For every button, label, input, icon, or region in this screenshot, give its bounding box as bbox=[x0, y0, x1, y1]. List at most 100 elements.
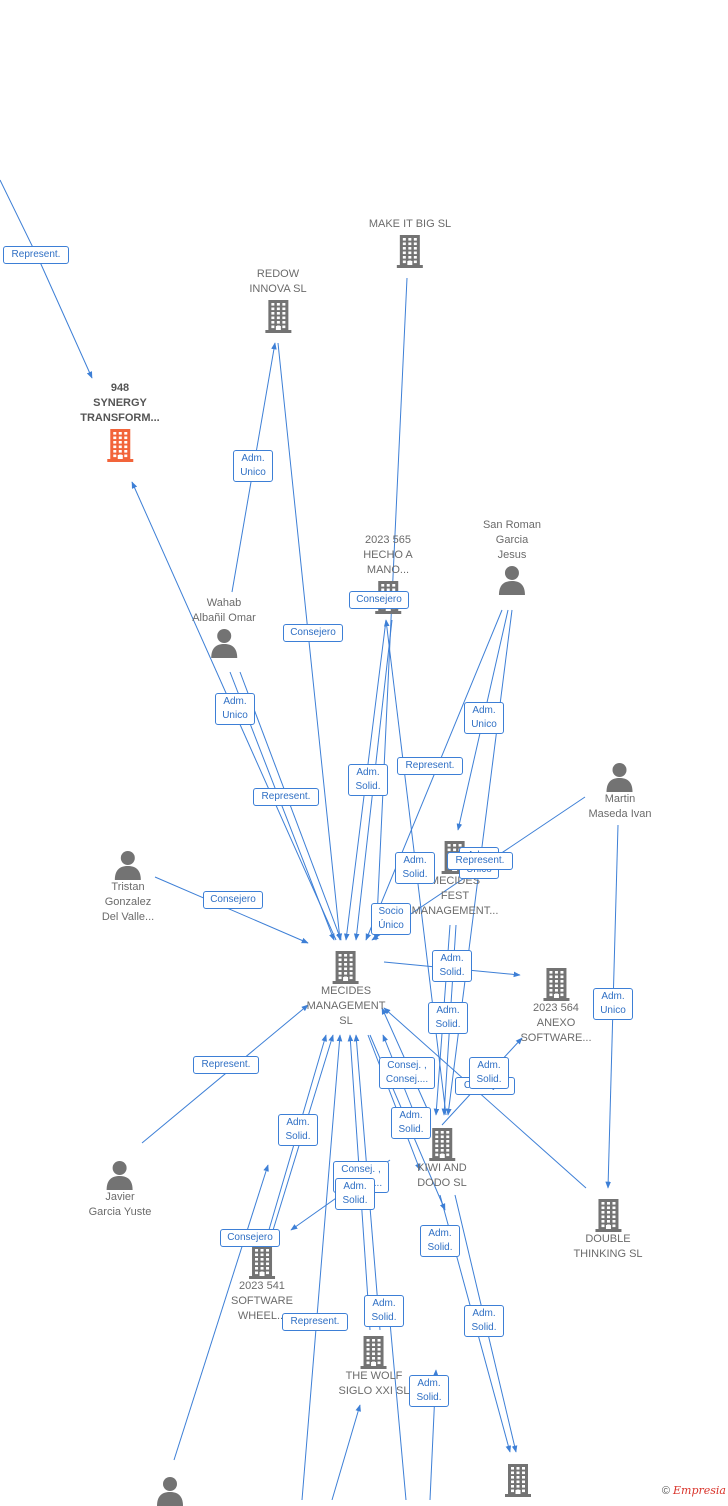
node-label-line[interactable]: Tristan bbox=[111, 881, 145, 893]
node-label-line[interactable]: HECHO A bbox=[363, 549, 413, 561]
wolf-node[interactable]: THE WOLF SIGLO XXI SL bbox=[338, 1333, 410, 1399]
node-label-line[interactable]: MANO... bbox=[366, 564, 410, 576]
edge-label-e6[interactable]: Adm.Unico bbox=[215, 693, 255, 725]
node-label-line[interactable]: Maseda Ivan bbox=[588, 808, 652, 820]
edge-label-e18[interactable]: Represent. bbox=[193, 1056, 259, 1074]
bottom-company-node[interactable] bbox=[503, 1461, 533, 1497]
node-label-line[interactable]: INNOVA SL bbox=[249, 283, 307, 295]
node-label-line[interactable]: ANEXO bbox=[536, 1017, 576, 1029]
mecides-mgmt-node[interactable]: MECIDES MANAGEMENT SL bbox=[306, 948, 386, 1029]
node-label-line[interactable]: SOFTWARE bbox=[231, 1295, 293, 1307]
edge-label-e31[interactable]: Adm.Solid. bbox=[409, 1375, 449, 1407]
building-icon[interactable] bbox=[263, 299, 293, 333]
node-label-line[interactable]: Del Valle... bbox=[101, 911, 155, 923]
redow-node[interactable]: REDOW INNOVA SL bbox=[249, 267, 307, 333]
node-label-line[interactable]: MANAGEMENT... bbox=[411, 905, 499, 917]
node-label-line[interactable]: SL bbox=[339, 1015, 353, 1027]
node-label-line[interactable]: Gonzalez bbox=[104, 896, 152, 908]
edge-label-e8[interactable]: Represent. bbox=[397, 757, 463, 775]
kiwi-node[interactable]: KIWI AND DODO SL bbox=[417, 1125, 467, 1191]
building-icon[interactable] bbox=[427, 1127, 457, 1161]
building-icon[interactable] bbox=[247, 1245, 277, 1279]
node-label-line[interactable]: 948 bbox=[110, 382, 130, 394]
building-icon[interactable] bbox=[503, 1463, 533, 1497]
node-label-line[interactable]: FEST bbox=[440, 890, 470, 902]
empresia-logo[interactable]: © Empresia bbox=[661, 1484, 726, 1497]
person-icon[interactable] bbox=[497, 565, 527, 595]
node-label-line[interactable]: Martin bbox=[604, 793, 636, 805]
node-label-line[interactable]: REDOW bbox=[256, 268, 300, 280]
edge-label-e25[interactable]: Adm.Solid. bbox=[335, 1178, 375, 1210]
node-label-line[interactable]: 2023 565 bbox=[365, 534, 411, 546]
double-node[interactable]: DOUBLE THINKING SL bbox=[573, 1196, 643, 1262]
edge-label-e21[interactable]: Adm.Solid. bbox=[469, 1057, 509, 1089]
node-label-line[interactable]: SOFTWARE... bbox=[520, 1032, 592, 1044]
building-icon[interactable] bbox=[359, 1335, 389, 1369]
edge-label-e5[interactable]: Adm.Unico bbox=[464, 702, 504, 734]
person-icon[interactable] bbox=[155, 1476, 185, 1506]
edge-label-e10[interactable]: Adm.Solid. bbox=[395, 852, 435, 884]
node-label-line[interactable]: Garcia bbox=[495, 534, 529, 546]
edge-label-e13[interactable]: Consejero bbox=[203, 891, 263, 909]
edge-label-e16[interactable]: Adm.Unico bbox=[593, 988, 633, 1020]
node-label-line[interactable]: KIWI AND bbox=[417, 1162, 467, 1174]
edge-label-e26[interactable]: Consejero bbox=[220, 1229, 280, 1247]
person-icon[interactable] bbox=[605, 762, 635, 792]
edge-label-e7[interactable]: Adm.Solid. bbox=[348, 764, 388, 796]
node-label-line[interactable]: DODO SL bbox=[417, 1177, 467, 1189]
edge-label-text: Adm. bbox=[356, 767, 380, 778]
node-label-line[interactable]: Javier bbox=[105, 1191, 135, 1203]
node-label-line[interactable]: San Roman bbox=[482, 519, 542, 531]
edge-label-e19[interactable]: Consej. ,Consej.... bbox=[379, 1057, 435, 1089]
edge-label-e1[interactable]: Represent. bbox=[3, 246, 69, 264]
edge-label-e4[interactable]: Consejero bbox=[349, 591, 409, 609]
node-label-line[interactable]: Wahab bbox=[206, 597, 242, 609]
person-icon[interactable] bbox=[113, 850, 143, 880]
edge-label-e30[interactable]: Adm.Solid. bbox=[464, 1305, 504, 1337]
edge-label-e3[interactable]: Consejero bbox=[283, 624, 343, 642]
edge-label-e27[interactable]: Adm.Solid. bbox=[420, 1225, 460, 1257]
node-label-line[interactable]: THINKING SL bbox=[573, 1248, 643, 1260]
node-label-line[interactable]: 2023 541 bbox=[239, 1280, 285, 1292]
building-icon[interactable] bbox=[105, 428, 135, 462]
edge-label-e12[interactable]: Represent. bbox=[447, 852, 513, 870]
person-icon[interactable] bbox=[105, 1160, 135, 1190]
person-icon[interactable] bbox=[209, 628, 239, 658]
node-label-line[interactable]: MANAGEMENT bbox=[306, 1000, 386, 1012]
node-label-line[interactable]: THE WOLF bbox=[345, 1370, 403, 1382]
edge-label-e28[interactable]: Represent. bbox=[282, 1313, 348, 1331]
node-label-line[interactable]: MECIDES bbox=[320, 985, 372, 997]
bottom-person-node[interactable] bbox=[155, 1474, 185, 1506]
building-icon[interactable] bbox=[395, 234, 425, 268]
node-label-line[interactable]: 2023 564 bbox=[533, 1002, 579, 1014]
make-it-big-node[interactable]: MAKE IT BIG SL bbox=[369, 217, 451, 268]
node-label-line[interactable]: WHEEL... bbox=[237, 1310, 287, 1322]
edge-label-e29[interactable]: Adm.Solid. bbox=[364, 1295, 404, 1327]
node-label-line[interactable]: TRANSFORM... bbox=[80, 412, 160, 424]
edge-label-e9[interactable]: Represent. bbox=[253, 788, 319, 806]
node-label-line[interactable]: SYNERGY bbox=[93, 397, 147, 409]
building-icon[interactable] bbox=[593, 1198, 623, 1232]
edge-label-e23[interactable]: Adm.Solid. bbox=[278, 1114, 318, 1146]
building-icon[interactable] bbox=[541, 967, 571, 1001]
edge-label-e17[interactable]: Adm.Solid. bbox=[428, 1002, 468, 1034]
edge-label-e22[interactable]: Adm.Solid. bbox=[391, 1107, 431, 1139]
node-label-line[interactable]: Albañil Omar bbox=[192, 612, 256, 624]
node-label-line[interactable]: Garcia Yuste bbox=[88, 1206, 152, 1218]
node-label-line[interactable]: MAKE IT BIG SL bbox=[368, 218, 452, 230]
building-icon[interactable] bbox=[331, 950, 361, 984]
node-label-line[interactable]: Jesus bbox=[497, 549, 527, 561]
edge-label-e2[interactable]: Adm.Unico bbox=[233, 450, 273, 482]
edge-label-e15[interactable]: Adm.Solid. bbox=[432, 950, 472, 982]
node-label-line[interactable]: SIGLO XXI SL bbox=[338, 1385, 410, 1397]
node-label-line[interactable]: DOUBLE bbox=[585, 1233, 631, 1245]
